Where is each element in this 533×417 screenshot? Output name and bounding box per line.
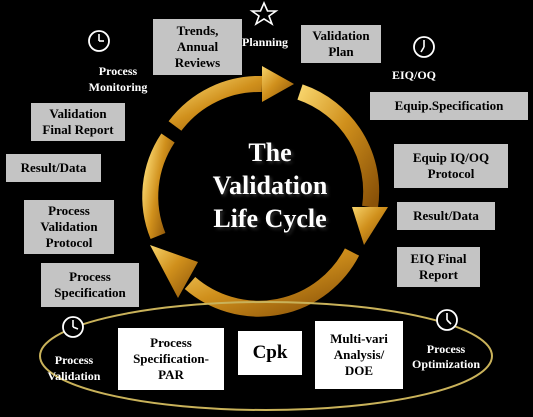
cpk-box: Cpk xyxy=(238,331,302,375)
clock-icon xyxy=(413,36,435,58)
clock-icon xyxy=(436,309,458,331)
validation-plan-box: Validation Plan xyxy=(301,25,381,63)
process-monitoring-label: Process Monitoring xyxy=(88,64,148,94)
result-data-left-box: Result/Data xyxy=(6,154,101,182)
process-specification-box: Process Specification xyxy=(41,263,139,307)
equip-iq-oq-protocol-box: Equip IQ/OQ Protocol xyxy=(394,144,508,188)
cycle-arrowhead-right xyxy=(352,207,388,245)
process-specification-par-box: Process Specification- PAR xyxy=(118,328,224,390)
cycle-arrow-top xyxy=(168,75,263,131)
cycle-arrow-bottom xyxy=(184,248,360,317)
result-data-right-box: Result/Data xyxy=(397,202,495,230)
process-validation-label: Process Validation xyxy=(47,353,101,383)
clock-icon xyxy=(88,30,110,52)
process-optimization-label: Process Optimization xyxy=(412,342,480,371)
validation-final-report-box: Validation Final Report xyxy=(31,103,125,141)
clock-icon xyxy=(62,316,84,338)
optimization-ellipse xyxy=(39,301,493,411)
cycle-arrowhead-top xyxy=(262,66,294,102)
cycle-arrow-left xyxy=(142,133,175,240)
trends-annual-reviews-box: Trends, Annual Reviews xyxy=(153,19,242,75)
eiq-final-report-box: EIQ Final Report xyxy=(397,247,480,287)
equip-specification-box: Equip.Specification xyxy=(370,92,528,120)
eiq-oq-label: EIQ/OQ xyxy=(391,68,436,82)
cycle-arrow-right xyxy=(297,84,380,209)
planning-label: Planning xyxy=(241,35,289,49)
star-icon xyxy=(249,1,279,26)
cycle-arrowhead-bottom xyxy=(150,245,198,298)
center-title: The Validation Life Cycle xyxy=(212,138,328,233)
multi-vari-analysis-doe-box: Multi-vari Analysis/ DOE xyxy=(315,321,403,389)
process-validation-protocol-box: Process Validation Protocol xyxy=(24,200,114,254)
